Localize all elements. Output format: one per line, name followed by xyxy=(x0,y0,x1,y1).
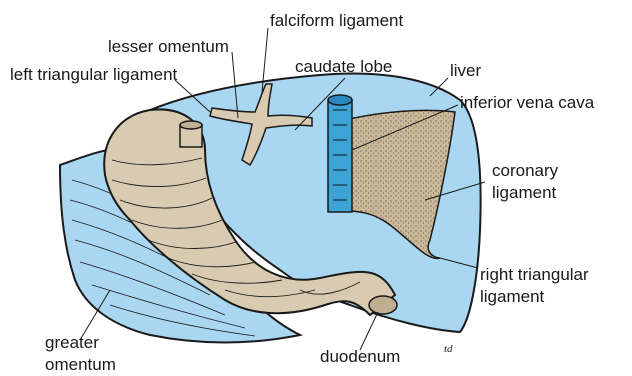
label-greater-omentum-line1: greater xyxy=(45,333,99,352)
label-duodenum: duodenum xyxy=(320,347,400,366)
label-coronary-ligament-line2: ligament xyxy=(492,183,557,202)
label-caudate-lobe: caudate lobe xyxy=(295,57,392,76)
label-left-triangular-ligament: left triangular ligament xyxy=(10,65,178,84)
label-inferior-vena-cava: inferior vena cava xyxy=(460,93,595,112)
inferior-vena-cava xyxy=(328,95,352,212)
label-lesser-omentum: lesser omentum xyxy=(108,37,229,56)
label-liver: liver xyxy=(450,61,482,80)
label-right-triangular-ligament-line1: right triangular xyxy=(480,265,589,284)
duodenum-opening xyxy=(369,296,397,314)
label-falciform-ligament: falciform ligament xyxy=(270,11,403,30)
artist-signature: td xyxy=(444,343,453,355)
label-greater-omentum-line2: omentum xyxy=(45,355,116,374)
label-coronary-ligament-line1: coronary xyxy=(492,161,559,180)
label-right-triangular-ligament-line2: ligament xyxy=(480,287,545,306)
esophagus xyxy=(180,121,202,147)
